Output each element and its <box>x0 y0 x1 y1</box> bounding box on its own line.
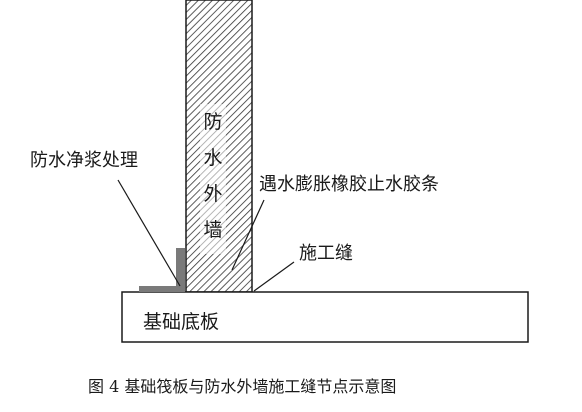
leader-waterproof-slurry <box>117 179 181 287</box>
wall-label-char-3: 外 <box>203 183 222 205</box>
label-waterproof-slurry: 防水净浆处理 <box>30 150 138 171</box>
wall-label-char-1: 防 <box>203 111 222 133</box>
wall-label-char-2: 水 <box>203 147 222 169</box>
foundation-slab-label: 基础底板 <box>143 311 219 333</box>
leader-swelling-strip <box>231 199 265 271</box>
wall-label-bg <box>200 104 226 254</box>
label-construction-joint: 施工缝 <box>299 243 353 264</box>
label-water-swelling-strip: 遇水膨胀橡胶止水胶条 <box>259 174 439 195</box>
waterproof-slurry-horizontal <box>139 286 185 292</box>
foundation-slab <box>121 291 529 343</box>
waterproof-slurry-vertical <box>176 248 185 292</box>
figure-caption: 图 4 基础筏板与防水外墙施工缝节点示意图 <box>88 377 396 396</box>
wall-label-char-4: 墙 <box>203 219 222 241</box>
leader-construction-joint <box>253 261 295 292</box>
